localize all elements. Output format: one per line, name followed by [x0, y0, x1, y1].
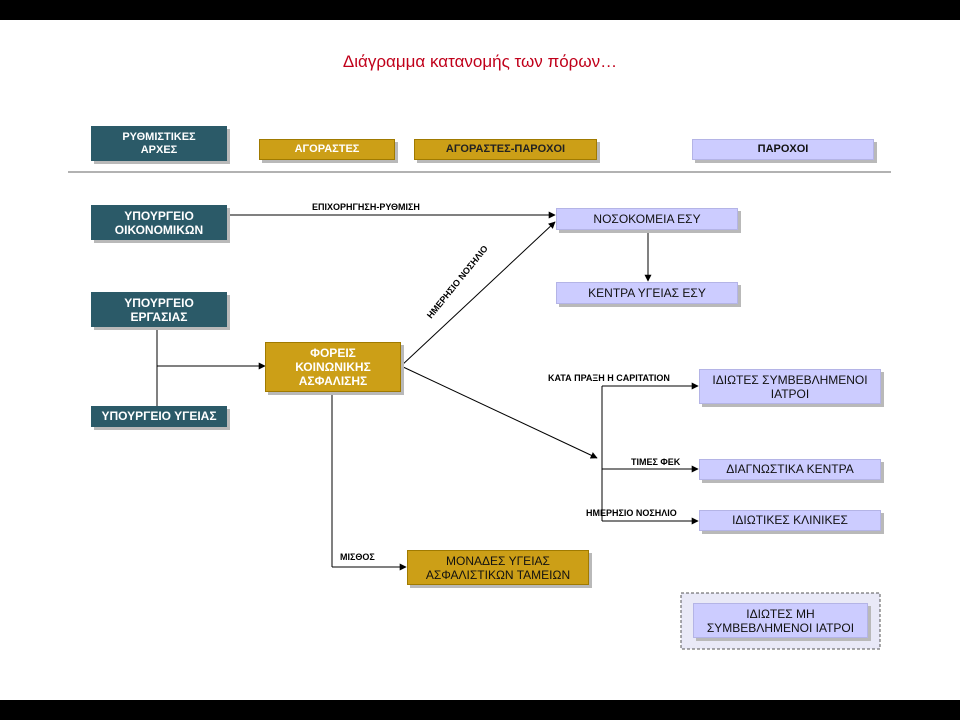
label-per-act-capitation: ΚΑΤΑ ΠΡΑΞΗ Η CAPITATION	[548, 373, 670, 383]
diagram-title: Διάγραμμα κατανομής των πόρων…	[342, 52, 618, 71]
node-ministry-finance: ΥΠΟΥΡΓΕΙΟ ΟΙΚΟΝΟΜΙΚΩΝ	[91, 205, 227, 240]
node-esy-hospitals: ΝΟΣΟΚΟΜΕΙΑ ΕΣΥ	[556, 208, 738, 230]
node-diagnostic-centers: ΔΙΑΓΝΩΣΤΙΚΑ ΚΕΝΤΡΑ	[699, 459, 881, 480]
edge-insurance-to-private	[400, 365, 598, 459]
node-esy-health-centers: ΚΕΝΤΡΑ ΥΓΕΙΑΣ ΕΣΥ	[556, 282, 738, 304]
node-private-clinics: ΙΔΙΩΤΙΚΕΣ ΚΛΙΝΙΚΕΣ	[699, 510, 881, 531]
label-daily-fee-clinics: ΗΜΕΡΗΣΙΟ ΝΟΣΗΛΙΟ	[586, 508, 677, 518]
node-ministry-health: ΥΠΟΥΡΓΕΙΟ ΥΓΕΙΑΣ	[91, 406, 227, 427]
label-fek-prices: ΤΙΜΕΣ ΦΕΚ	[631, 457, 681, 467]
node-social-insurance: ΦΟΡΕΙΣ ΚΟΙΝΩΝΙΚΗΣ ΑΣΦΑΛΙΣΗΣ	[265, 342, 401, 392]
node-non-contracted-doctors: ΙΔΙΩΤΕΣ ΜΗ ΣΥΜΒΕΒΛΗΜΕΝΟΙ ΙΑΤΡΟΙ	[693, 603, 868, 638]
header-regulators: ΡΥΘΜΙΣΤΙΚΕΣ ΑΡΧΕΣ	[91, 126, 227, 161]
node-insurance-units: ΜΟΝΑΔΕΣ ΥΓΕΙΑΣ ΑΣΦΑΛΙΣΤΙΚΩΝ ΤΑΜΕΙΩΝ	[407, 550, 589, 585]
label-salary: ΜΙΣΘΟΣ	[340, 552, 375, 562]
node-ministry-labour: ΥΠΟΥΡΓΕΙΟ ΕΡΓΑΣΙΑΣ	[91, 292, 227, 327]
node-contracted-doctors: ΙΔΙΩΤΕΣ ΣΥΜΒΕΒΛΗΜΕΝΟΙ ΙΑΤΡΟΙ	[699, 369, 881, 404]
header-providers: ΠΑΡΟΧΟΙ	[692, 139, 874, 160]
header-buyers-providers: ΑΓΟΡΑΣΤΕΣ-ΠΑΡΟΧΟΙ	[414, 139, 597, 160]
header-buyers: ΑΓΟΡΑΣΤΕΣ	[259, 139, 395, 160]
label-subsidy-regulation: ΕΠΙΧΟΡΗΓΗΣΗ-ΡΥΘΜΙΣΗ	[312, 202, 420, 212]
edge-insurance-to-hospitals	[400, 221, 556, 367]
